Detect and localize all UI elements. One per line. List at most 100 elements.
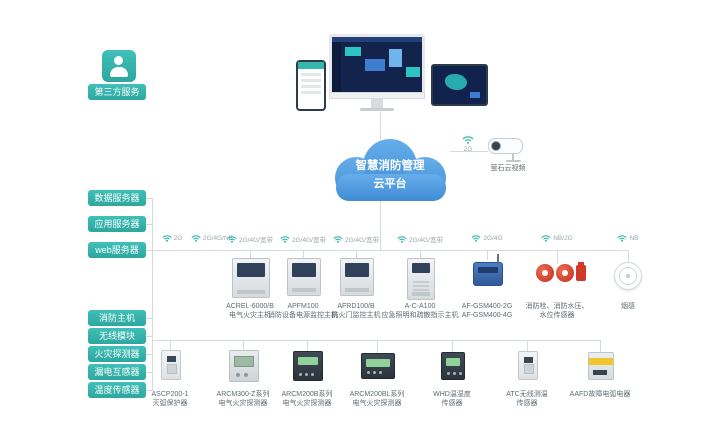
person-icon (102, 50, 136, 82)
wifi-icon (471, 235, 482, 242)
wifi-icon (617, 235, 628, 242)
cloud-shape (335, 139, 446, 201)
wifi-icon (191, 235, 201, 242)
stub-line (146, 198, 153, 199)
connection-label: 2G/4G/宽带 (220, 234, 280, 244)
wifi-icon (227, 236, 237, 243)
device-smoke-detector (614, 262, 642, 290)
stub-line (146, 336, 153, 337)
device-caption: WHD温湿度传感器 (433, 391, 471, 407)
drop-line (600, 340, 601, 352)
monitor-mockup (329, 34, 425, 111)
device-aafd (588, 352, 614, 380)
device-caption: ARCM200BL系列电气火灾探测器 (349, 391, 405, 407)
hydrant-sensor-icon (536, 264, 554, 282)
drop-line (377, 340, 378, 353)
device-caption: ARCM300-Z系列电气火灾探测器 (216, 391, 270, 407)
terminal-label-temp-sensor: 温度传感器 (88, 382, 146, 398)
connection-label: 2G/4G/宽带 (326, 234, 386, 244)
device-afrd100-host (340, 258, 374, 296)
device-arcm200bl (361, 353, 395, 379)
stub-line (146, 354, 153, 355)
cloud-title: 智慧消防管理 云平台 (320, 157, 460, 191)
device-aca100-host (407, 258, 435, 300)
drop-line (356, 250, 357, 258)
connection-label: NB/2G (527, 234, 587, 242)
connection-label: 2G/4G (457, 234, 517, 242)
device-caption: ARCM200B系列电气火灾探测器 (281, 391, 333, 407)
device-af-gsm400 (473, 254, 503, 286)
connection-label: 2G (142, 234, 202, 242)
cloud-title-line1: 智慧消防管理 (355, 160, 425, 172)
device-arcm300z (229, 350, 259, 382)
server-label-data: 数据服务器 (88, 190, 146, 206)
device-caption: 烟感 (621, 303, 635, 310)
drop-line (250, 250, 251, 258)
camera-label: 萤石云视频 (490, 165, 526, 172)
terminal-label-fire-detector: 火灾探测器 (88, 346, 146, 362)
terminal-label-leakage-ct: 漏电互感器 (88, 364, 146, 380)
camera-icon (488, 136, 528, 162)
phone-mockup (296, 60, 326, 111)
device-atc (518, 351, 538, 380)
camera-signal-label: 2G (463, 146, 473, 153)
wifi-icon (280, 236, 290, 243)
drop-line (170, 340, 171, 350)
terminal-label-wireless-module: 无线模块 (88, 328, 146, 344)
cloud-title-line2: 云平台 (373, 178, 407, 190)
camera-lens (491, 141, 501, 151)
drop-line (527, 340, 528, 351)
drop-line (307, 340, 308, 351)
server-label-app: 应用服务器 (88, 216, 146, 232)
connection-label: NB (598, 234, 658, 242)
device-caption: AAFD故障电弧电器 (569, 391, 631, 398)
terminal-label-fire-host: 消防主机 (88, 310, 146, 326)
server-label-web: web服务器 (88, 242, 146, 258)
wifi-icon (162, 235, 172, 242)
connection-label: 2G/4G/宽带 (390, 234, 450, 244)
drop-line (452, 340, 453, 352)
camera-signal: 2G (456, 135, 480, 153)
wifi-icon (462, 136, 474, 144)
stub-line (146, 318, 153, 319)
trunk-line (152, 198, 153, 390)
device-arcm200b (293, 351, 323, 381)
bottom-bus-line (152, 340, 601, 341)
drop-line (487, 250, 488, 260)
wifi-icon (397, 236, 407, 243)
dashboard-screen (329, 34, 425, 92)
connection-label: 2G/4G/NB (182, 234, 242, 242)
top-bus-line (152, 250, 629, 251)
device-whd (441, 352, 465, 380)
connection-label: 2G/4G/宽带 (273, 234, 333, 244)
connector-line (380, 113, 381, 140)
drop-line (557, 250, 558, 264)
drop-line (420, 250, 421, 258)
device-ascp200 (161, 350, 181, 380)
device-caption: 消防栓、消防水压、水位传感器 (525, 303, 589, 319)
third-party-label: 第三方服务 (88, 84, 146, 100)
wifi-icon (541, 235, 551, 242)
stub-line (146, 224, 153, 225)
connector-line (380, 200, 381, 250)
wifi-icon (333, 236, 343, 243)
stub-line (146, 372, 153, 373)
stub-line (146, 250, 153, 251)
stub-line (146, 390, 153, 391)
drop-line (628, 250, 629, 262)
water-pressure-sensor-icon (556, 264, 574, 282)
tablet-mockup (431, 64, 488, 106)
device-caption: ATC无线测温传感器 (506, 391, 548, 407)
device-acrel-6000-host (232, 258, 270, 298)
drop-line (303, 250, 304, 258)
device-afpm100-host (287, 258, 321, 296)
connector-line (450, 151, 488, 152)
water-level-sensor-icon (576, 262, 586, 281)
